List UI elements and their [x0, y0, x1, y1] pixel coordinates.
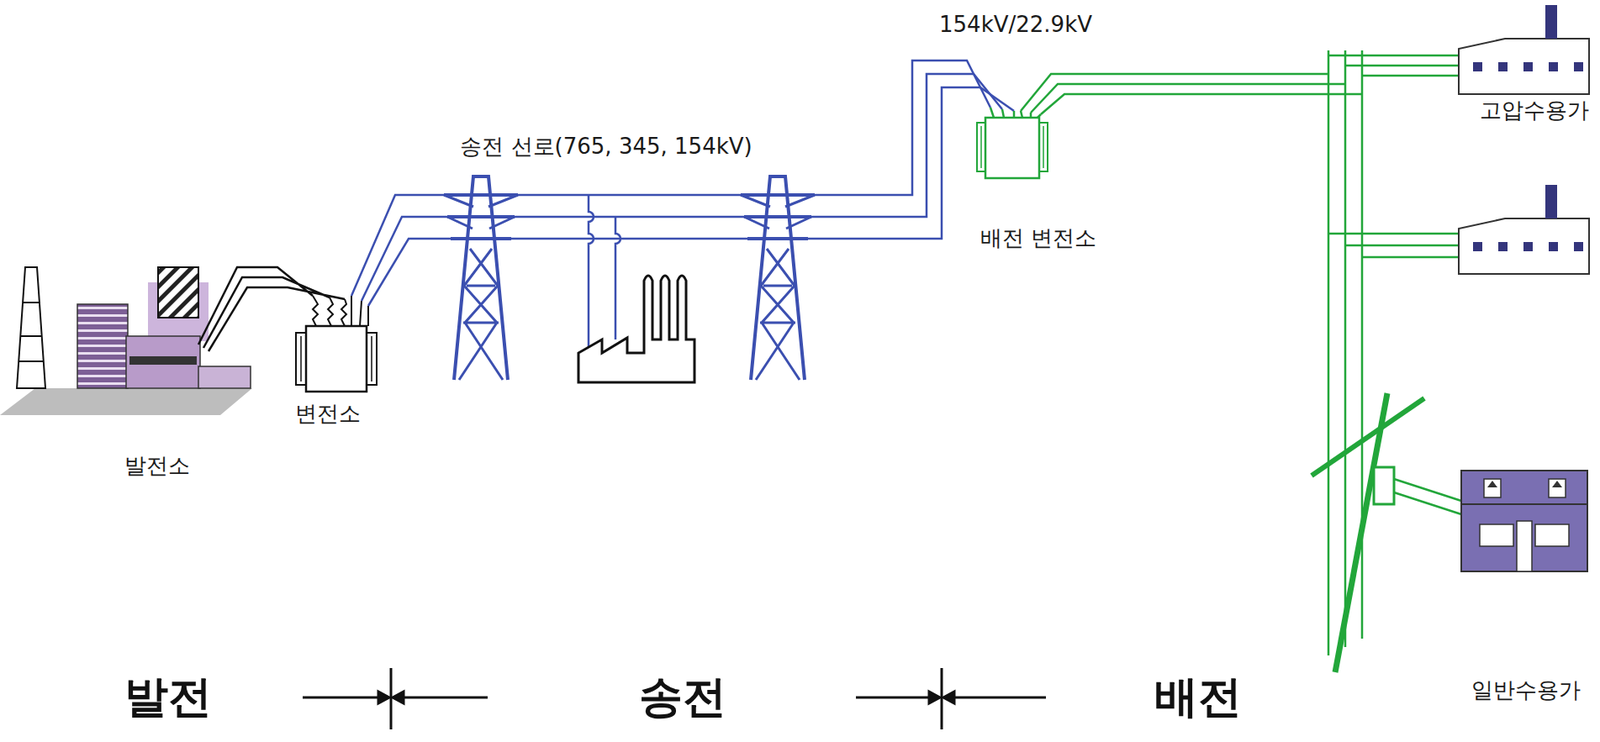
consumer-label: 일반수용가: [1468, 678, 1584, 704]
section-heading: 송전: [638, 672, 727, 724]
transmission-tower: [740, 176, 815, 381]
substation-label: 변전소: [292, 401, 364, 428]
substation-label: 배전 변전소: [977, 226, 1099, 252]
power-plant: [0, 267, 345, 416]
line-label: 송전 선로(765, 345, 154kV): [457, 134, 755, 160]
voltage-label: 154kV/22.9kV: [936, 12, 1095, 38]
utility-pole: [1311, 393, 1462, 673]
factory-icon: [578, 275, 695, 383]
distribution-transformer: [976, 107, 1048, 179]
section-heading: 발전: [124, 672, 212, 724]
factory-icon: [1458, 184, 1590, 275]
section-divider: [302, 668, 1046, 730]
house-icon: [1461, 470, 1588, 572]
section-heading: 배전: [1154, 672, 1242, 724]
plant-label: 발전소: [121, 454, 193, 480]
factory-icon: [1458, 5, 1590, 95]
consumer-label: 고압수용가: [1477, 98, 1592, 124]
step-up-transformer: [295, 295, 377, 392]
distribution-lines: [1020, 50, 1459, 656]
transmission-tower: [443, 176, 518, 381]
